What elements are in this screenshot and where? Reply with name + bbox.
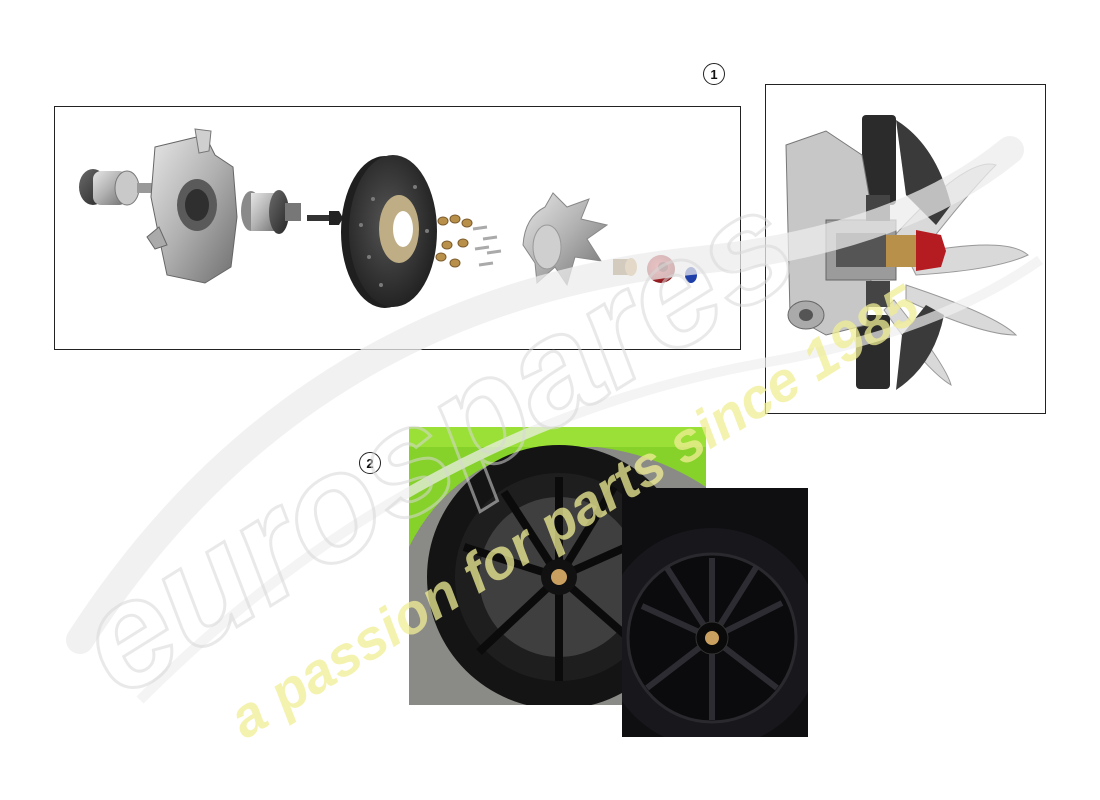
steering-knuckle-part <box>146 128 238 284</box>
bolt-set-part <box>435 214 502 268</box>
exploded-view-drawing <box>79 128 697 308</box>
cutaway-assembly-drawing <box>785 115 1029 390</box>
cutaway-assembly-frame <box>765 84 1046 414</box>
wheel-photo-black <box>622 488 808 737</box>
wheel-hub-part <box>241 190 301 234</box>
wheel-spider-part <box>522 192 609 287</box>
callout-1-label: 1 <box>710 66 718 82</box>
exploded-view-frame <box>54 106 741 350</box>
hub-bolt-part <box>307 211 343 225</box>
callout-1: 1 <box>703 63 725 85</box>
callout-2: 2 <box>359 452 381 474</box>
brake-disc-part <box>341 155 437 308</box>
wheel-photo-black-drawing <box>622 488 808 737</box>
blue-cap-part <box>685 267 697 283</box>
ball-joint-part <box>79 169 155 206</box>
red-cap-part <box>647 255 675 283</box>
callout-2-label: 2 <box>366 455 374 471</box>
center-lock-nut-part <box>613 258 637 276</box>
